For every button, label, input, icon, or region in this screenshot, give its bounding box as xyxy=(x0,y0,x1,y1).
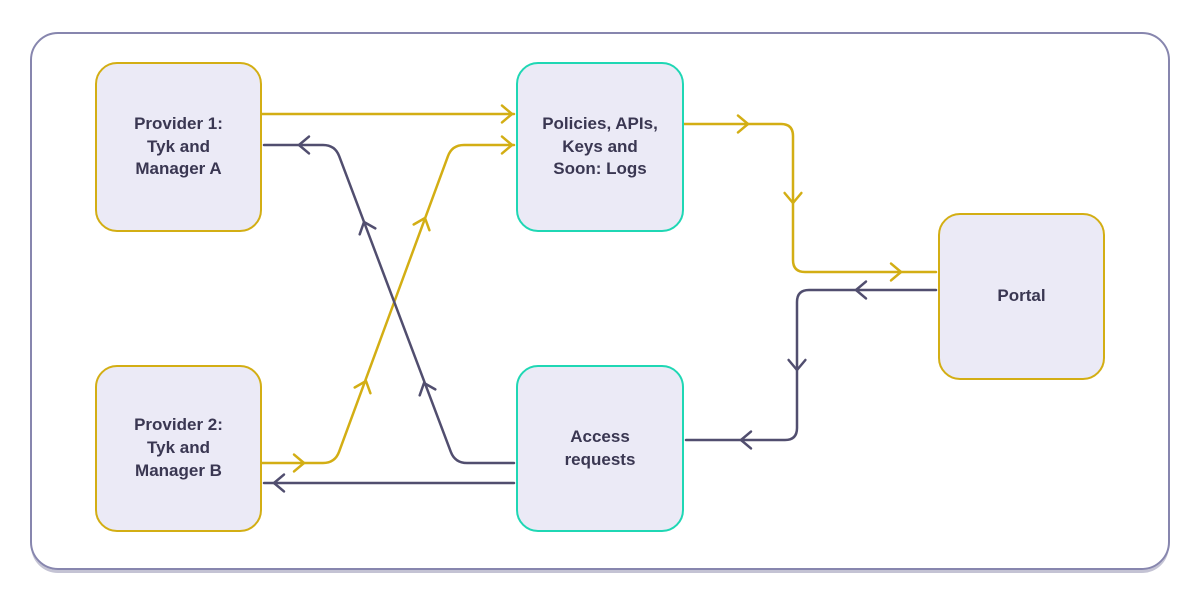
arrowhead-icon xyxy=(418,381,437,397)
arrowhead-icon xyxy=(412,216,431,232)
arrowhead-icon xyxy=(736,114,750,134)
node-portal: Portal xyxy=(938,213,1105,380)
arrowhead-icon xyxy=(889,262,903,282)
node-policies-apis-keys-label: Policies, APIs, Keys and Soon: Logs xyxy=(542,113,658,179)
node-access-requests-label: Access requests xyxy=(564,426,636,469)
arrowhead-icon xyxy=(292,453,306,473)
edge-portal-to-access xyxy=(684,288,938,442)
arrowhead-icon xyxy=(500,135,514,155)
arrowhead-icon xyxy=(739,430,753,450)
arrowhead-icon xyxy=(297,135,311,155)
arrowhead-icon xyxy=(358,220,377,236)
arrowhead-icon xyxy=(353,379,372,395)
edge-provider2-to-policies xyxy=(260,143,516,465)
node-provider-1-label: Provider 1: Tyk and Manager A xyxy=(134,113,223,179)
node-provider-1: Provider 1: Tyk and Manager A xyxy=(95,62,262,232)
node-policies-apis-keys: Policies, APIs, Keys and Soon: Logs xyxy=(516,62,684,232)
node-portal-label: Portal xyxy=(997,286,1046,306)
arrowhead-icon xyxy=(783,191,803,205)
edge-access-to-provider1 xyxy=(262,143,516,465)
diagram-frame xyxy=(30,32,1170,570)
node-provider-2: Provider 2: Tyk and Manager B xyxy=(95,365,262,532)
arrowhead-icon xyxy=(500,104,514,124)
node-access-requests: Access requests xyxy=(516,365,684,532)
arrowhead-icon xyxy=(787,358,807,372)
edge-policies-to-portal xyxy=(682,122,938,274)
arrowhead-icon xyxy=(854,280,868,300)
node-provider-2-label: Provider 2: Tyk and Manager B xyxy=(134,415,223,480)
arrowhead-icon xyxy=(272,473,286,493)
